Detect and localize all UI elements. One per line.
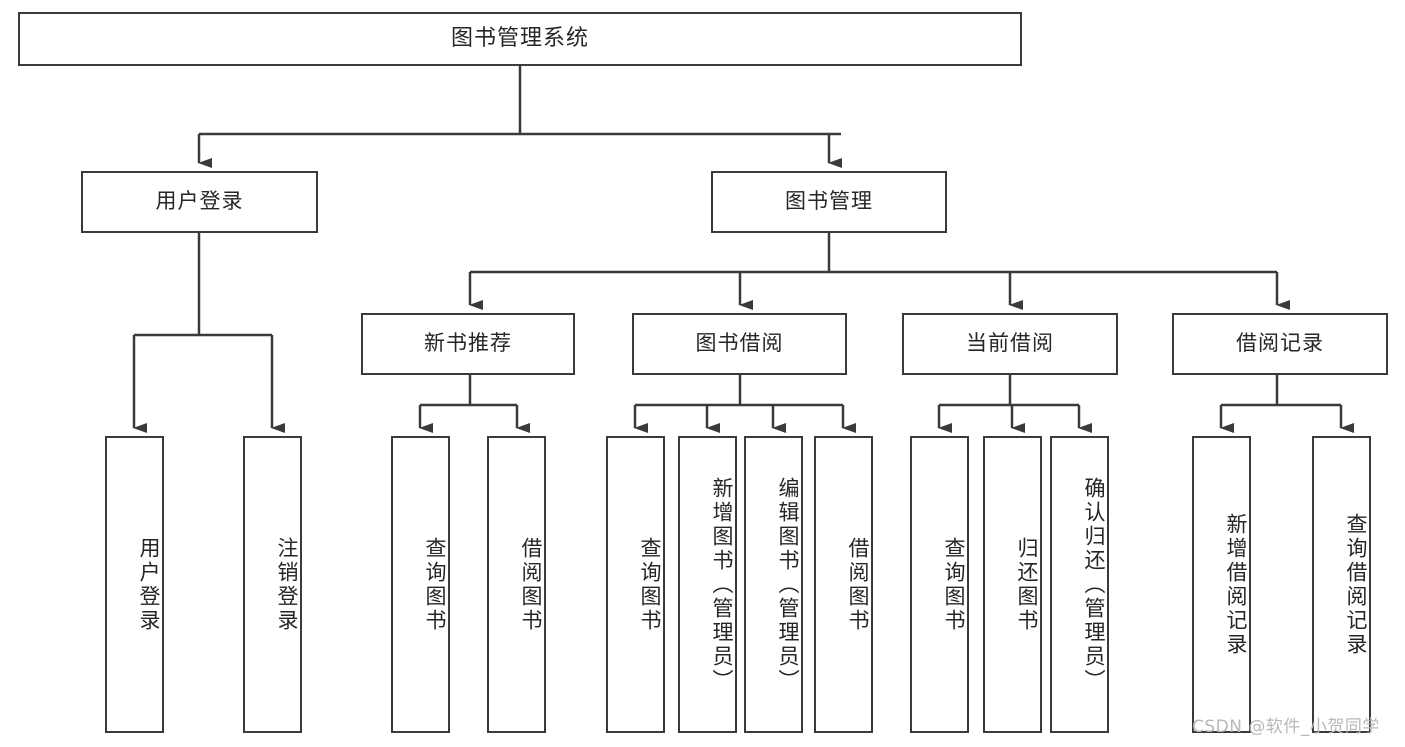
node-root-system[interactable]: 图书管理系统 [18,12,1022,66]
node-label: 查询图书 [638,536,662,633]
node-label: 新书推荐 [424,331,512,356]
leaf-add-book-admin[interactable]: 新增图书（管理员） [678,436,737,733]
node-label: 查询图书 [942,536,966,633]
leaf-confirm-return-admin[interactable]: 确认归还（管理员） [1050,436,1109,733]
node-label: 图书借阅 [695,331,784,356]
node-label: 图书管理系统 [450,25,589,51]
node-new-book-recommend[interactable]: 新书推荐 [361,313,575,375]
leaf-borrow-book-recommend[interactable]: 借阅图书 [487,436,546,733]
leaf-user-login[interactable]: 用户登录 [105,436,164,733]
leaf-edit-book-admin[interactable]: 编辑图书（管理员） [744,436,803,733]
node-user-login[interactable]: 用户登录 [81,171,318,233]
node-label: 用户登录 [155,189,244,214]
node-label: 注销登录 [275,536,299,633]
leaf-query-borrow-record[interactable]: 查询借阅记录 [1312,436,1371,733]
node-label: 归还图书 [1015,536,1039,633]
node-label: 借阅记录 [1236,331,1324,356]
csdn-watermark: CSDN @软件_小贺同学 [1192,717,1380,737]
node-book-management[interactable]: 图书管理 [711,171,947,233]
leaf-query-book-current[interactable]: 查询图书 [910,436,969,733]
leaf-borrow-book-borrowing[interactable]: 借阅图书 [814,436,873,733]
node-label: 编辑图书（管理员） [776,476,800,693]
node-label: 查询图书 [423,536,447,633]
node-label: 图书管理 [785,189,873,214]
node-book-borrowing[interactable]: 图书借阅 [632,313,847,375]
node-label: 查询借阅记录 [1344,512,1368,657]
leaf-query-book-borrowing[interactable]: 查询图书 [606,436,665,733]
leaf-logout[interactable]: 注销登录 [243,436,302,733]
node-label: 借阅图书 [519,536,543,633]
node-label: 确认归还（管理员） [1082,476,1106,693]
node-label: 借阅图书 [846,536,870,633]
node-label: 当前借阅 [966,331,1054,356]
node-label: 用户登录 [137,536,161,633]
leaf-add-borrow-record[interactable]: 新增借阅记录 [1192,436,1251,733]
node-borrowing-record[interactable]: 借阅记录 [1172,313,1388,375]
leaf-query-book-recommend[interactable]: 查询图书 [391,436,450,733]
leaf-return-book[interactable]: 归还图书 [983,436,1042,733]
node-label: 新增借阅记录 [1224,512,1248,657]
node-label: 新增图书（管理员） [710,476,734,693]
node-current-borrowing[interactable]: 当前借阅 [902,313,1118,375]
